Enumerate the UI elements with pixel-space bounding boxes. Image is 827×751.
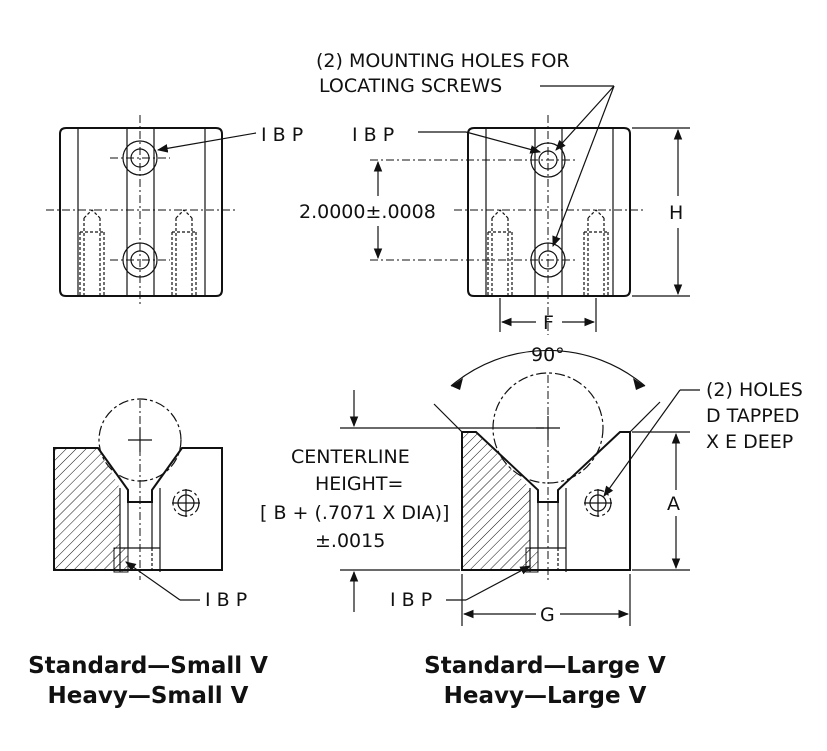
mounting-holes-label-line2: LOCATING SCREWS xyxy=(319,75,502,97)
mounting-holes-label-line1: (2) MOUNTING HOLES FOR xyxy=(316,50,570,72)
tapped-holes-label-line1: (2) HOLES xyxy=(706,379,803,401)
caption-left-line2: Heavy—Small V xyxy=(48,683,249,709)
bottom-right-view xyxy=(340,349,700,626)
centerline-label-line2: HEIGHT= xyxy=(315,473,403,495)
hole-spacing-dimension: 2.0000±.0008 xyxy=(299,201,436,223)
ibp-label-bottom-left: I B P xyxy=(205,589,247,611)
ibp-label-top-right: I B P xyxy=(352,124,394,146)
tapped-holes-label-line3: X E DEEP xyxy=(706,431,793,453)
centerline-label-line4: ±.0015 xyxy=(315,530,385,552)
dimension-h-label: H xyxy=(669,202,683,224)
top-left-view xyxy=(46,115,257,305)
centerline-label-line3: [ B + (.7071 X DIA)] xyxy=(260,502,449,524)
ibp-label-top-left: I B P xyxy=(261,124,303,146)
dimension-g-label: G xyxy=(540,604,555,626)
dimension-f-label: F xyxy=(543,312,554,334)
angle-label: 90° xyxy=(531,344,565,366)
top-right-view xyxy=(370,85,690,335)
ibp-label-bottom-right: I B P xyxy=(390,589,432,611)
dimension-a-label: A xyxy=(667,493,680,515)
caption-right-line2: Heavy—Large V xyxy=(444,683,647,709)
bottom-left-view xyxy=(53,398,223,601)
caption-right-line1: Standard—Large V xyxy=(424,653,666,679)
centerline-label-line1: CENTERLINE xyxy=(291,446,410,468)
caption-left-line1: Standard—Small V xyxy=(28,653,268,679)
tapped-holes-label-line2: D TAPPED xyxy=(706,405,799,427)
